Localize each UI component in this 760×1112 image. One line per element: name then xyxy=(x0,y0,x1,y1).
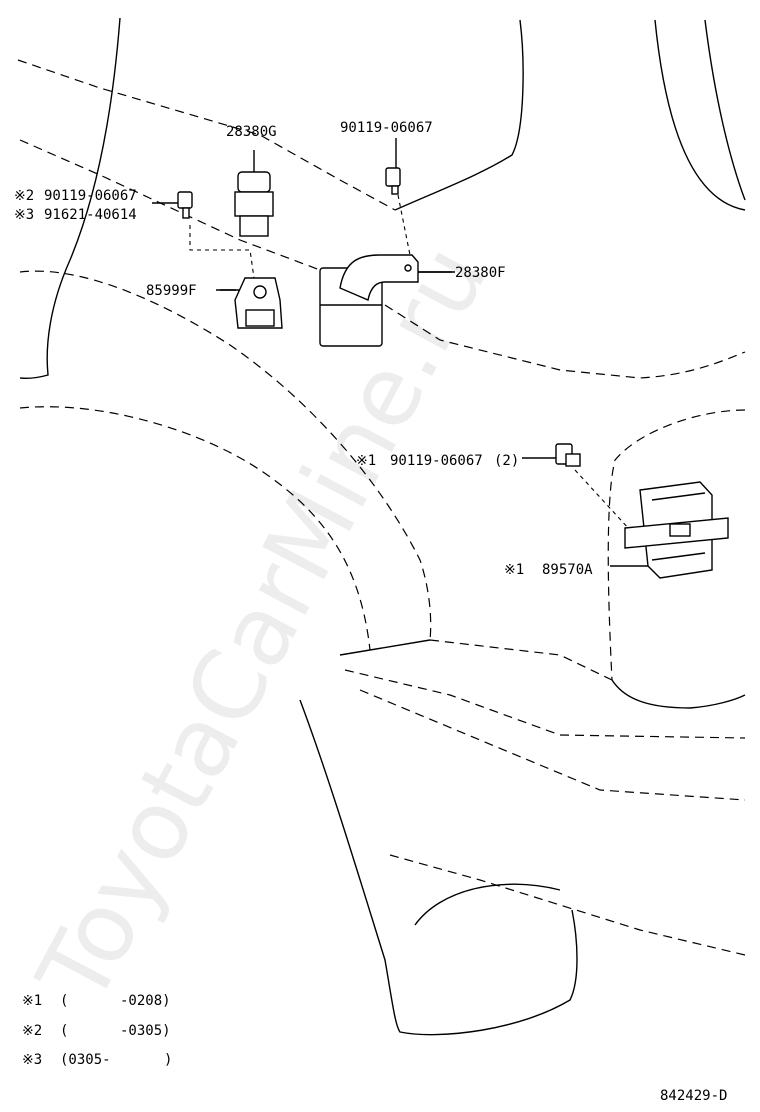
label-mark-1-ecu: ※1 xyxy=(504,562,524,578)
label-mark-1-bolt: ※1 xyxy=(356,453,376,469)
label-90119-mid-qty: (2) xyxy=(494,453,519,469)
label-28380f: 28380F xyxy=(455,265,506,281)
bolt-mid-shape xyxy=(522,443,631,531)
label-91621: 91621-40614 xyxy=(44,207,137,223)
part-28380f-shape xyxy=(319,194,455,347)
label-28380g: 28380G xyxy=(226,124,277,140)
legend-range-3: ) xyxy=(164,1052,172,1068)
watermark-text: ToyotaCarMine.ru xyxy=(16,228,509,1022)
part-89570a-shape xyxy=(610,481,729,579)
legend-open-1: ( xyxy=(60,993,68,1009)
legend-range-2: -0305) xyxy=(120,1023,171,1039)
diagram-code: 842429-D xyxy=(660,1088,727,1104)
label-85999f: 85999F xyxy=(146,283,197,299)
label-90119-top: 90119-06067 xyxy=(340,120,433,136)
bolt-left-shape xyxy=(152,191,256,286)
leader-lines xyxy=(216,271,452,291)
label-90119-mid: 90119-06067 xyxy=(390,453,483,469)
part-28380g-shape xyxy=(234,150,274,237)
label-mark-3: ※3 xyxy=(14,207,34,223)
legend-mark-2: ※2 xyxy=(22,1023,42,1039)
legend-mark-3: ※3 xyxy=(22,1052,42,1068)
legend-range-1: -0208) xyxy=(120,993,171,1009)
label-90119-left: 90119-06067 xyxy=(44,188,137,204)
legend-open-2: ( xyxy=(60,1023,68,1039)
body-outline xyxy=(17,17,746,1036)
label-mark-2: ※2 xyxy=(14,188,34,204)
legend-mark-1: ※1 xyxy=(22,993,42,1009)
part-85999f-shape xyxy=(220,277,283,329)
bolt-top-shape xyxy=(385,138,401,195)
legend-open-3: (0305- xyxy=(60,1052,111,1068)
label-89570a: 89570A xyxy=(542,562,593,578)
legend: ※1 ( -0208) ※2 ( -0305) ※3 (0305- ) xyxy=(22,993,172,1068)
